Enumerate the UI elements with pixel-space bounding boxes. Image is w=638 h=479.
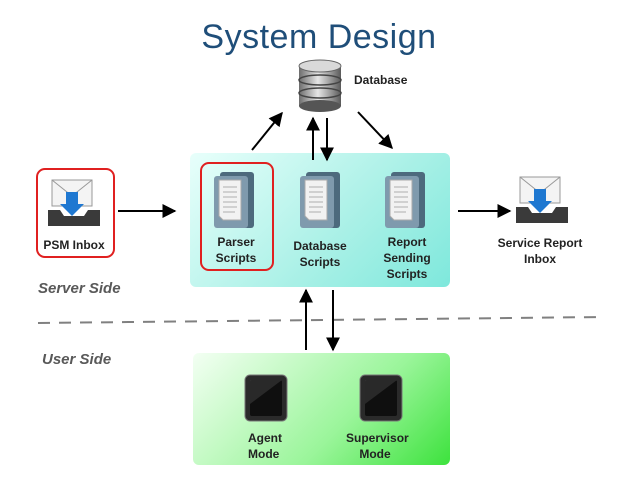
inbox-tray-icon — [48, 179, 100, 226]
script-document-icon — [214, 172, 254, 228]
tablet-icon — [359, 374, 403, 422]
arrow-to-database — [251, 111, 283, 151]
psm-inbox-label: PSM Inbox — [43, 238, 105, 252]
service-report-inbox-label: Service Report Inbox — [497, 236, 583, 266]
tablet-icon — [244, 374, 288, 422]
user-side-label: User Side — [42, 351, 112, 368]
server-side-label: Server Side — [38, 280, 121, 297]
database-scripts-label: Database Scripts — [293, 239, 347, 269]
psm-inbox-highlight — [36, 168, 115, 258]
user-area — [193, 353, 450, 465]
script-document-icon — [385, 172, 425, 228]
supervisor-mode-label: Supervisor Mode — [346, 431, 409, 461]
script-document-icon — [300, 172, 340, 228]
arrow-from-database — [357, 111, 393, 150]
parser-scripts-label: Parser Scripts — [215, 235, 257, 265]
diagram-title: System Design — [201, 18, 437, 56]
database-label: Database — [354, 73, 408, 87]
agent-mode-label: Agent Mode — [248, 431, 282, 461]
side-separator-line — [37, 316, 605, 324]
inbox-tray-icon — [516, 176, 568, 223]
database-icon — [298, 59, 342, 112]
parser-scripts-highlight — [200, 162, 274, 271]
report-sending-scripts-label: Report Sending Scripts — [383, 235, 431, 281]
